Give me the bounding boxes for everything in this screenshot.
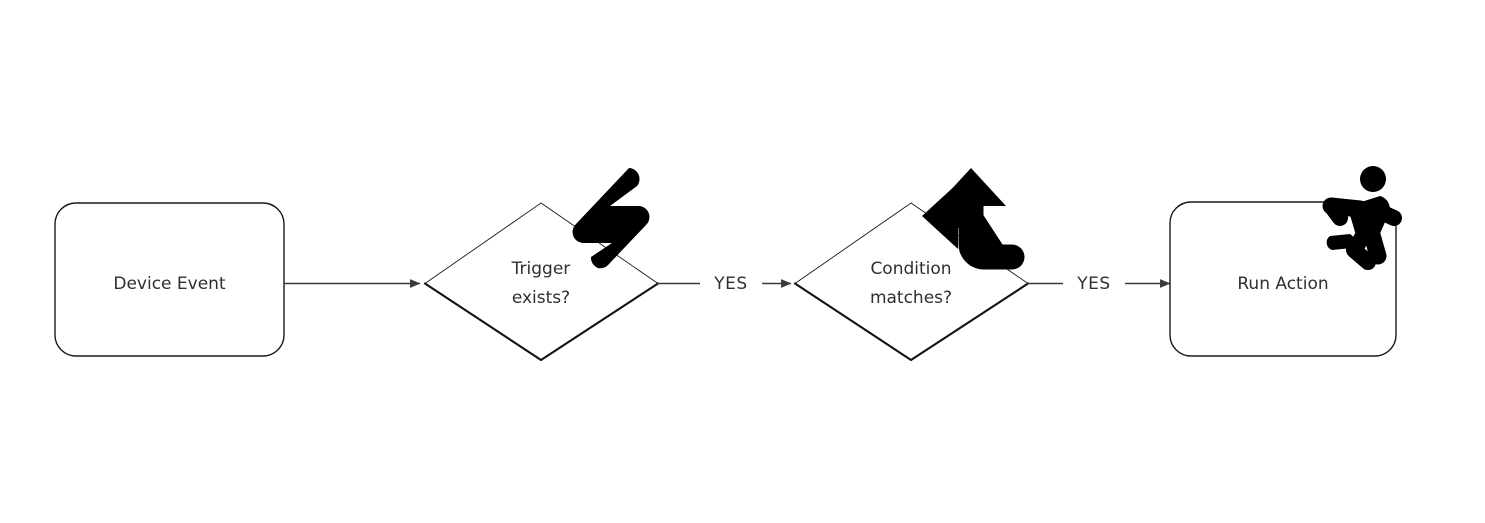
trigger-exists-label-line1: Trigger [511,259,571,279]
node-condition-matches[interactable]: Condition matches? [793,168,1030,362]
edge-condition-to-run-action: YES [1028,274,1171,294]
device-event-label: Device Event [113,274,226,294]
branch-fork-arrow-icon [922,168,1025,270]
node-run-action[interactable]: Run Action [1169,166,1402,357]
node-trigger-exists[interactable]: Trigger exists? [423,168,660,362]
edge-trigger-to-condition: YES [658,274,792,294]
run-action-label: Run Action [1237,274,1328,294]
condition-matches-label-line2: matches? [870,288,952,308]
trigger-exists-label-line2: exists? [512,288,570,308]
edge-2-label: YES [713,274,747,294]
node-device-event[interactable]: Device Event [54,202,285,357]
running-person-icon [1322,166,1402,270]
condition-matches-shape [794,202,1029,361]
condition-matches-shape-emphasis [793,282,1030,362]
device-event-shape [54,202,285,357]
lightning-bolt-icon [572,168,650,269]
edge-3-label: YES [1076,274,1110,294]
trigger-exists-shape-emphasis [423,282,660,362]
condition-matches-label-line1: Condition [870,259,951,279]
